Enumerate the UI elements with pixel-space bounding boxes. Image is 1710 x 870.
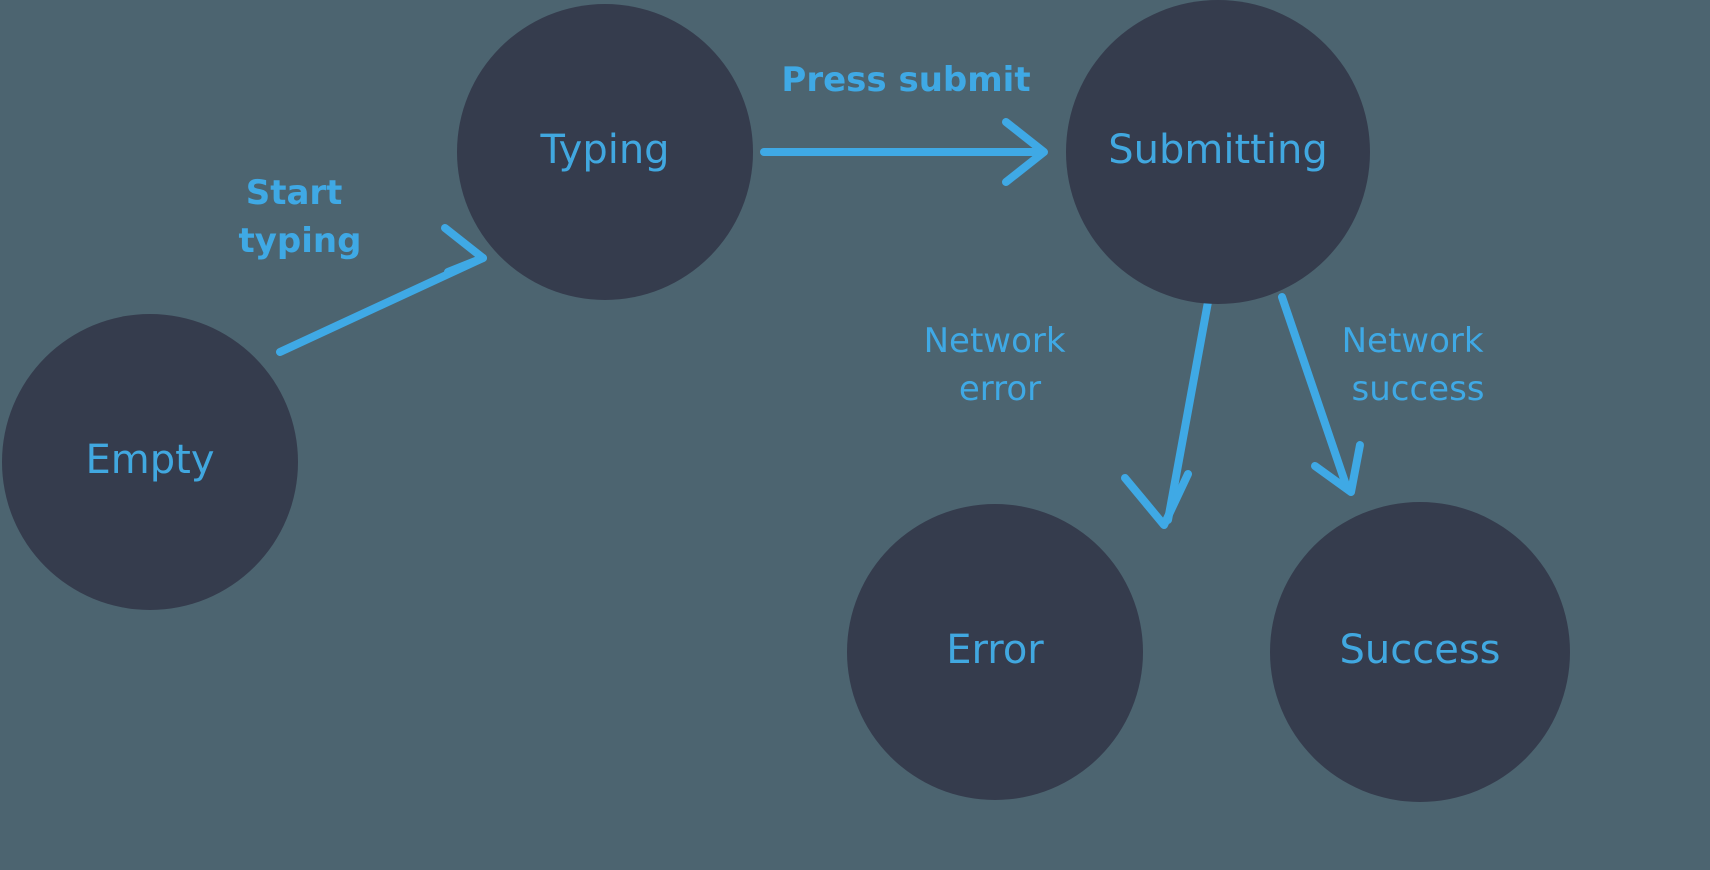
edge-label-line: success bbox=[1352, 369, 1485, 409]
arrowhead-network-success bbox=[1311, 441, 1364, 496]
edge-label-network-error: Network error bbox=[924, 321, 1077, 409]
arrowhead-press-submit bbox=[1002, 118, 1048, 186]
edge-label-line: Network bbox=[1342, 321, 1484, 361]
edge-label-line: Press submit bbox=[781, 60, 1030, 100]
state-label-typing: Typing bbox=[539, 127, 669, 173]
edge-line-network-error bbox=[1164, 287, 1214, 524]
arrowhead-start-typing bbox=[441, 224, 487, 276]
state-node-submitting[interactable]: Submitting bbox=[1066, 0, 1370, 304]
state-node-typing[interactable]: Typing bbox=[457, 4, 753, 300]
state-circle-success bbox=[1270, 502, 1570, 802]
state-circle-typing bbox=[457, 4, 753, 300]
state-label-success: Success bbox=[1339, 627, 1500, 673]
edge-label-line: Network bbox=[924, 321, 1066, 361]
edge-label-network-success: Network success bbox=[1342, 321, 1495, 409]
state-circle-submitting bbox=[1066, 0, 1370, 304]
edge-label-start-typing: Start typing bbox=[239, 173, 362, 261]
edge-press-submit[interactable]: Press submit bbox=[760, 60, 1048, 186]
edge-network-success[interactable]: Network success bbox=[1278, 293, 1495, 496]
state-node-success[interactable]: Success bbox=[1270, 502, 1570, 802]
edge-line-network-success bbox=[1278, 293, 1350, 489]
edge-label-line: typing bbox=[239, 221, 362, 261]
state-label-submitting: Submitting bbox=[1108, 127, 1327, 173]
edge-label-line: error bbox=[959, 369, 1041, 409]
arrowhead-network-error bbox=[1121, 470, 1192, 529]
edge-label-press-submit: Press submit bbox=[781, 60, 1030, 100]
edge-label-line: Start bbox=[246, 173, 343, 213]
state-label-empty: Empty bbox=[86, 437, 215, 483]
state-node-empty[interactable]: Empty bbox=[2, 314, 298, 610]
state-label-error: Error bbox=[946, 627, 1044, 673]
state-circle-error bbox=[847, 504, 1143, 800]
state-circle-empty bbox=[2, 314, 298, 610]
edge-start-typing[interactable]: Start typing bbox=[239, 173, 487, 356]
edge-network-error[interactable]: Network error bbox=[924, 287, 1214, 529]
state-node-error[interactable]: Error bbox=[847, 504, 1143, 800]
